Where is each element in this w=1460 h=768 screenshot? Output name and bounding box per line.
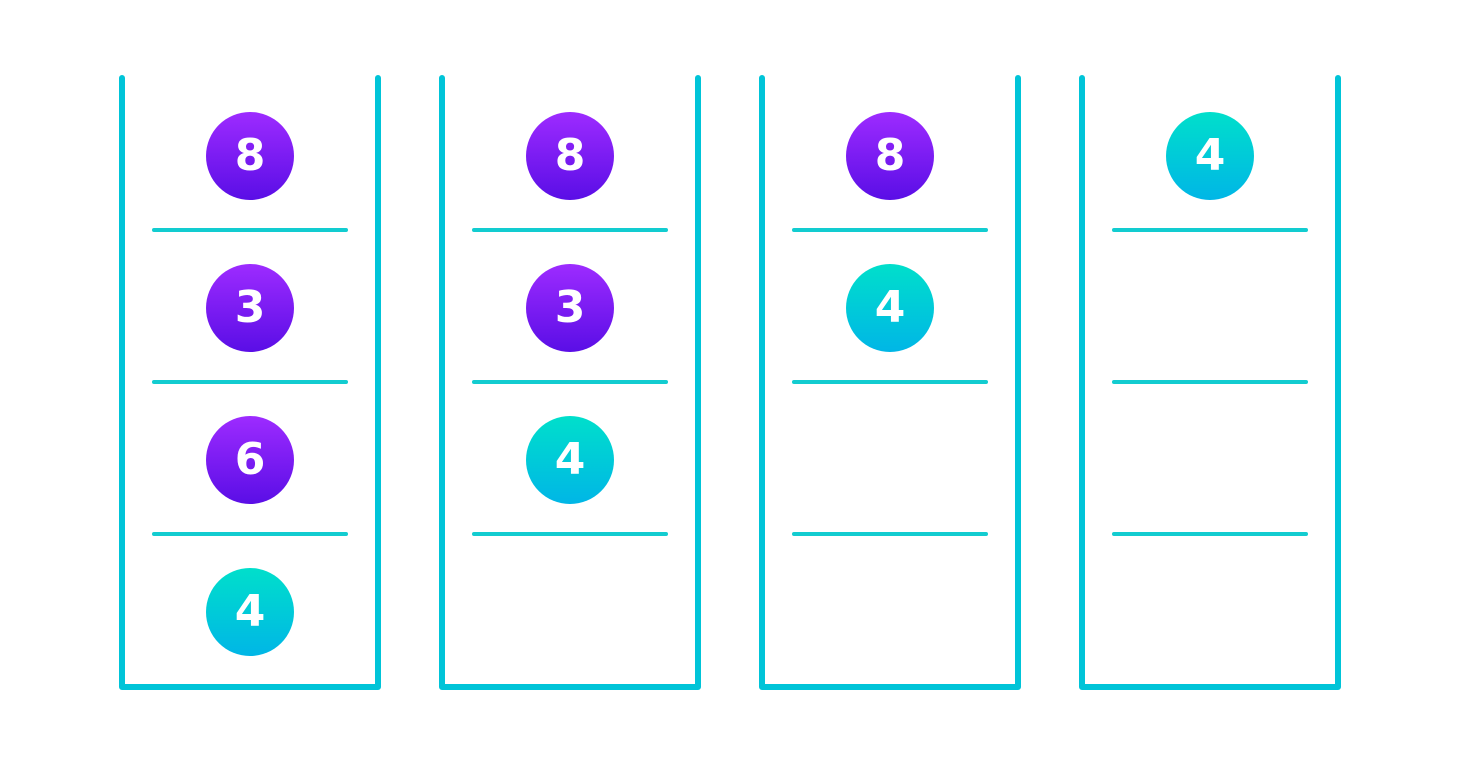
stack-element: 4 [206,568,294,656]
element-value: 8 [875,130,906,181]
element-circle [206,112,294,200]
stack-1: 8 3 6 4 [119,75,381,690]
element-circle [206,568,294,656]
element-value: 4 [235,586,266,637]
stack-container [119,75,381,690]
stack-element: 8 [526,112,614,200]
stack-element: 6 [206,416,294,504]
element-circle [846,112,934,200]
stack-element: 4 [846,264,934,352]
stack-element: 8 [846,112,934,200]
element-circle [206,264,294,352]
element-circle [526,264,614,352]
element-value: 4 [875,282,906,333]
element-value: 4 [1195,130,1226,181]
element-value: 8 [555,130,586,181]
element-circle [1166,112,1254,200]
stack-2: 8 3 4 [439,75,701,690]
stack-element: 4 [526,416,614,504]
element-value: 8 [235,130,266,181]
element-circle [846,264,934,352]
stack-element: 8 [206,112,294,200]
stack-element: 3 [526,264,614,352]
stack-3: 84 [759,75,1021,690]
stack-element: 3 [206,264,294,352]
element-value: 3 [235,282,266,333]
element-value: 3 [555,282,586,333]
element-value: 4 [555,434,586,485]
stack-element: 4 [1166,112,1254,200]
stack-container [759,75,1021,690]
stack-container [1079,75,1341,690]
element-circle [526,416,614,504]
element-circle [526,112,614,200]
element-circle [206,416,294,504]
element-value: 6 [235,434,266,485]
stack-container [439,75,701,690]
stack-4: 4 [1079,75,1341,690]
